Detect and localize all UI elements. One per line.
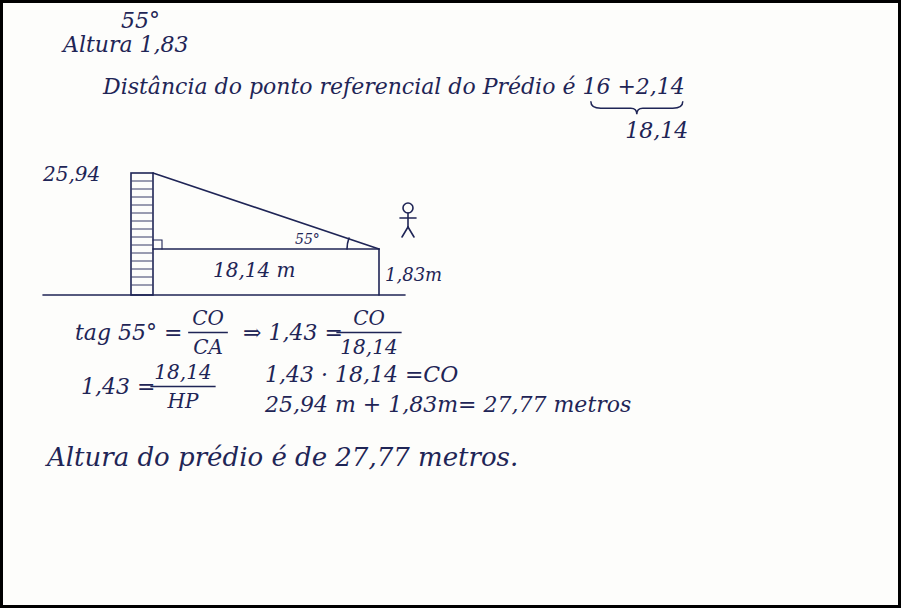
building-hatch — [132, 181, 152, 285]
distance-note: Distância do ponto referencial do Prédio… — [103, 75, 685, 99]
fraction-numerator: 18,14 — [154, 361, 211, 383]
fraction-denominator: 18,14 — [340, 336, 397, 358]
fraction-numerator: CO — [192, 307, 224, 329]
building — [131, 173, 153, 295]
building-height: 25,94 — [43, 163, 100, 185]
formula-text: ⇒ 1,43 = — [243, 321, 343, 345]
distance-label: 18,14 m — [213, 259, 296, 281]
formula-text: 1,43 · 18,14 =CO — [265, 363, 458, 387]
answer-text: Altura do prédio é de 27,77 metros. — [47, 443, 518, 472]
angle-label: 55° — [295, 232, 320, 247]
person-figure — [400, 203, 416, 237]
formula-text: tag 55° = — [75, 321, 182, 345]
eye-height-line — [378, 249, 380, 295]
fraction-numerator: CO — [353, 307, 385, 329]
underbrace — [591, 101, 683, 114]
horizontal-line — [153, 248, 379, 250]
fraction-bar — [336, 332, 401, 334]
angle-arc — [347, 238, 349, 249]
fraction-denominator: CA — [193, 336, 223, 358]
right-angle-mark — [153, 240, 162, 249]
angle-note: 55° — [121, 9, 160, 33]
distance-sum: 18,14 — [625, 119, 688, 143]
formula-text: 1,43 = — [81, 375, 155, 399]
formula-text: 25,94 m + 1,83m= 27,77 metros — [265, 393, 631, 417]
sight-line — [153, 173, 379, 249]
eye-height-label: 1,83m — [385, 265, 442, 285]
fraction-bar — [150, 386, 215, 388]
fraction-bar — [188, 332, 228, 334]
fraction-denominator: HP — [168, 390, 199, 412]
ground-line — [43, 294, 405, 296]
height-note: Altura 1,83 — [63, 33, 189, 57]
